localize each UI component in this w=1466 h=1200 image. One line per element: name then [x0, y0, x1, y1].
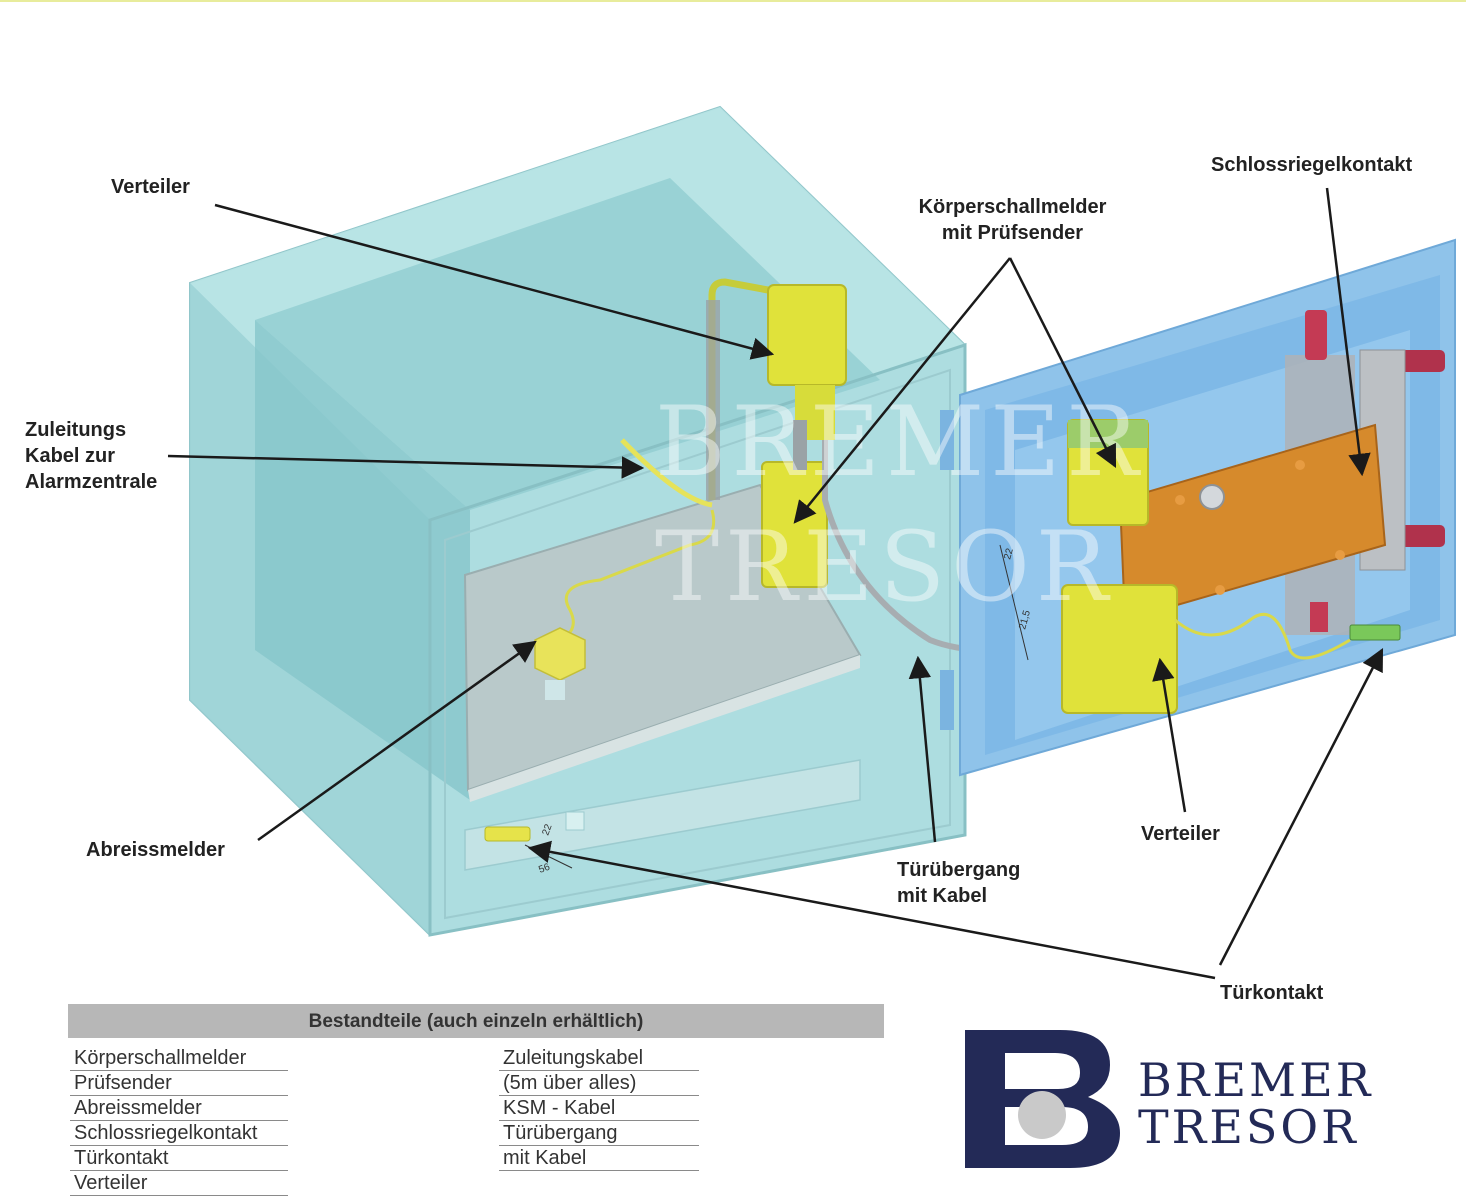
- component-item: Abreissmelder: [74, 1097, 202, 1119]
- door-contact-body: [484, 826, 531, 842]
- component-item: KSM - Kabel: [503, 1097, 616, 1119]
- arrow-verteiler-top: [214, 203, 775, 360]
- dim-door-b: 21,5: [1017, 609, 1033, 631]
- arrow-schlossriegel: [1325, 187, 1371, 477]
- component-divider: [70, 1170, 288, 1171]
- component-divider: [70, 1145, 288, 1146]
- dim-width: 56: [537, 862, 552, 876]
- component-divider: [499, 1170, 699, 1171]
- label-koerperschall: Körperschallmelder mit Prüfsender: [918, 196, 1107, 244]
- arrow-verteiler-door: [1152, 657, 1187, 813]
- component-divider: [499, 1120, 699, 1121]
- distributor-box-body: [767, 284, 847, 386]
- component-divider: [70, 1120, 288, 1121]
- safe-illustration: BREMER TRESOR 22 56 22 21,5: [167, 105, 1456, 980]
- door-distributor-body: [1061, 584, 1178, 714]
- label-tuerkontakt: Türkontakt: [1220, 982, 1324, 1004]
- component-divider: [499, 1095, 699, 1096]
- label-tueruebergang: Türübergang mit Kabel: [897, 859, 1021, 907]
- component-item: Schlossriegelkontakt: [74, 1122, 258, 1144]
- label-schlossriegel: Schlossriegelkontakt: [1211, 154, 1413, 176]
- components-table-title: Bestandteile (auch einzeln erhältlich): [68, 1004, 884, 1038]
- component-item: Prüfsender: [74, 1072, 172, 1094]
- dim-door-a: 22: [1002, 547, 1016, 561]
- arrow-tuerkontakt-b: [1218, 647, 1384, 966]
- arrow-zuleitung: [167, 454, 645, 479]
- arrow-koerperschall-a: [793, 257, 1011, 524]
- component-item: Türkontakt: [74, 1147, 169, 1169]
- component-divider: [70, 1095, 288, 1096]
- brand-logo-mark: [965, 1030, 1120, 1168]
- component-divider: [70, 1195, 288, 1196]
- component-item: Türübergang: [503, 1122, 618, 1144]
- watermark-line1: BREMER: [655, 386, 1145, 498]
- component-item: Verteiler: [74, 1172, 148, 1194]
- safe-door: [940, 238, 1456, 777]
- leader-lines: [167, 187, 1384, 980]
- component-item: mit Kabel: [503, 1147, 587, 1169]
- component-item: Zuleitungskabel: [503, 1047, 644, 1069]
- breakaway-sensor: [534, 627, 586, 681]
- safe-components: [484, 278, 1221, 842]
- label-verteiler-door: Verteiler: [1141, 823, 1220, 845]
- brand-line2: TRESOR: [1138, 1100, 1359, 1154]
- arrow-koerperschall-b: [1008, 257, 1117, 469]
- arrow-tueruebergang: [908, 655, 937, 843]
- dim-height: 22: [540, 822, 554, 837]
- component-divider: [499, 1145, 699, 1146]
- watermark-line2: TRESOR: [655, 511, 1114, 623]
- brand-line1: BREMER: [1138, 1053, 1374, 1107]
- door-contact-sensor: [1349, 624, 1401, 641]
- component-divider: [70, 1070, 288, 1071]
- label-verteiler-top: Verteiler: [111, 176, 190, 198]
- component-divider: [499, 1070, 699, 1071]
- arrow-tuerkontakt-a: [527, 840, 1216, 980]
- component-item: Körperschallmelder: [74, 1047, 247, 1069]
- label-abreissmelder: Abreissmelder: [86, 839, 225, 861]
- top-border: [0, 0, 1466, 2]
- component-item: (5m über alles): [503, 1072, 637, 1094]
- arrow-abreissmelder: [257, 640, 537, 842]
- label-zuleitung: Zuleitungs Kabel zur Alarmzentrale: [25, 419, 158, 493]
